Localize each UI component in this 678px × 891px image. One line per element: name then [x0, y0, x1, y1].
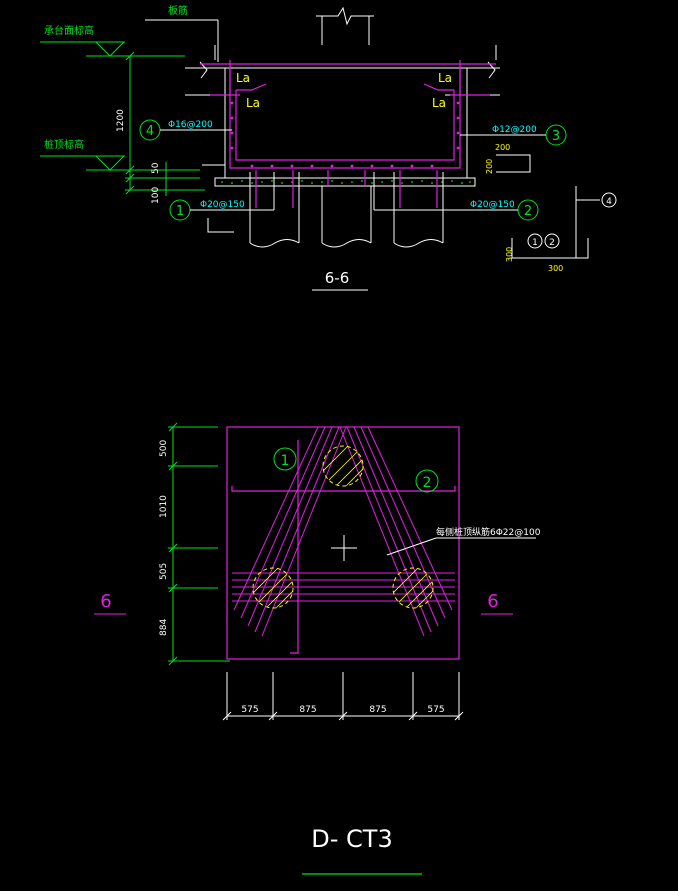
plan-dim-left: 1010	[159, 495, 169, 518]
detail-dim: 200	[485, 159, 494, 174]
la-label: La	[432, 96, 446, 110]
section-6-6: La La La La	[40, 4, 567, 291]
section-cut-right: 6	[487, 591, 498, 612]
la-label: La	[438, 71, 452, 85]
rebar-spec: Φ12@200	[492, 125, 537, 135]
plan-dim-left: 884	[159, 619, 169, 636]
rebar-spec: Φ20@150	[470, 200, 515, 210]
plan-marker-1: 1	[273, 447, 297, 471]
plan-dim-bottom: 575	[427, 705, 444, 715]
plan-dim-bottom: 575	[241, 705, 258, 715]
plan-pile	[392, 567, 434, 609]
plan-dim-left: 500	[159, 440, 169, 457]
marker-number: 1	[176, 204, 184, 219]
rebar-dots	[230, 101, 460, 168]
detail-dim: 300	[505, 247, 514, 262]
marker-number: 2	[524, 204, 532, 219]
section-cut-left: 6	[100, 591, 111, 612]
la-label: La	[246, 96, 260, 110]
section-rebars	[200, 60, 496, 169]
plan-left-dimensions	[168, 422, 230, 666]
marker-number: 1	[281, 453, 290, 469]
rebar-marker-4: 4 Φ16@200	[139, 119, 232, 141]
plan-dim-bottom: 875	[299, 705, 316, 715]
rebar-brackets	[231, 440, 456, 654]
marker-number: 2	[423, 475, 432, 491]
plan-dim-bottom: 875	[369, 705, 386, 715]
piles	[249, 172, 444, 248]
plan-bottom-dimensions	[222, 672, 464, 721]
section-title: 6-6	[325, 269, 350, 287]
marker-number: 4	[146, 124, 154, 139]
marker-number: 3	[552, 129, 560, 144]
dim-50: 50	[151, 162, 161, 174]
detail-dim: 200	[495, 143, 510, 152]
column-stub	[316, 6, 374, 45]
plan-dim-left: 505	[159, 563, 169, 580]
drawing-title: D- CT3	[311, 825, 392, 853]
plan-marker-2: 2	[415, 469, 439, 493]
detail-dim: 300	[548, 264, 563, 273]
rebar-marker-2: 2 Φ20@150	[373, 172, 539, 221]
pile-rebars	[255, 170, 438, 208]
cap-outline	[226, 426, 460, 660]
rebar-marker-1: 1 Φ20@150	[169, 172, 275, 233]
rebar-note: 每侧桩顶纵筋6Φ22@100	[436, 526, 541, 538]
detail-marker: 2	[549, 238, 555, 248]
rebar-marker-3: 3 Φ12@200	[460, 124, 567, 146]
diagonal-rebars-left	[233, 426, 347, 637]
cushion-layer	[214, 177, 476, 187]
plan-pile	[252, 567, 294, 609]
plan-view: 1 2 每侧桩顶纵筋6Φ22@100 500 1010 505	[94, 422, 541, 721]
vertical-dimensions	[125, 51, 205, 196]
top-elevation-label: 承台面标高	[44, 24, 94, 37]
elevation-markers: 承台面标高 桩顶标高	[40, 24, 200, 171]
detail-marker: 4	[606, 197, 612, 207]
detail-marker: 1	[532, 238, 538, 248]
la-label: La	[236, 71, 250, 85]
dim-100: 100	[151, 187, 161, 204]
slab-label: 板筋	[168, 4, 188, 17]
rebar-spec: Φ20@150	[200, 200, 245, 210]
pile-elevation-label: 桩顶标高	[44, 138, 84, 151]
rebar-spec: Φ16@200	[168, 120, 213, 130]
slab-lines	[185, 45, 500, 96]
center-mark	[331, 535, 357, 561]
dim-1200: 1200	[116, 109, 126, 132]
horizontal-rebars	[232, 572, 455, 602]
plan-pile	[322, 445, 364, 487]
rebar-detail: 200 200 4 1 2 300 300	[485, 143, 617, 273]
